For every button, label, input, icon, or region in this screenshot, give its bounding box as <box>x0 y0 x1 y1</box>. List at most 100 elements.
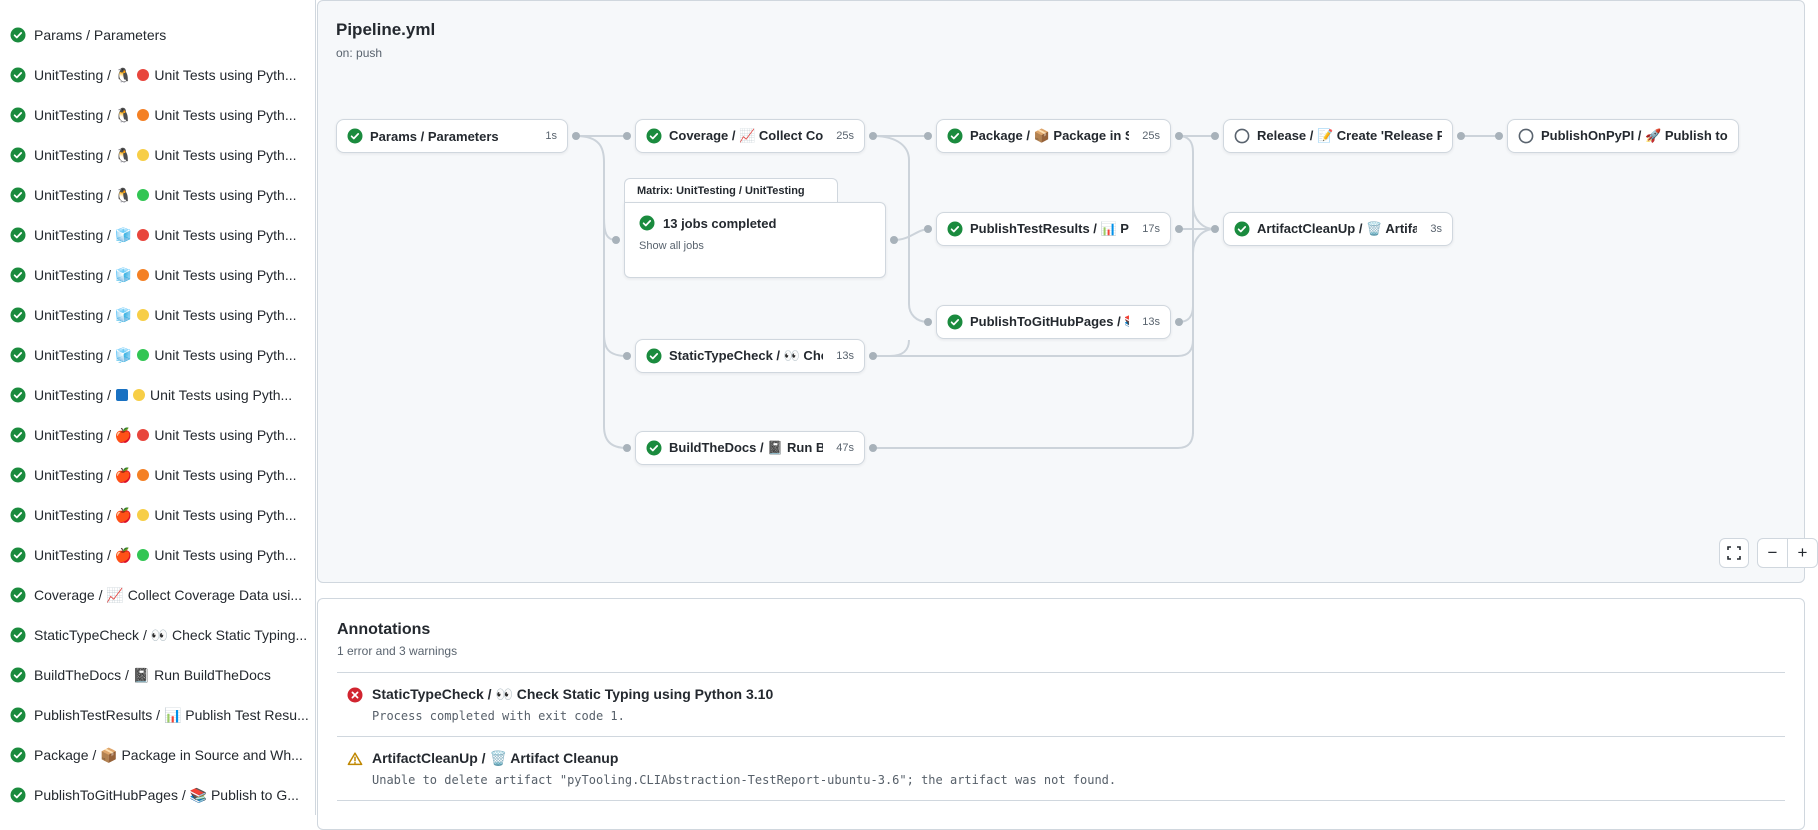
sidebar-job-item[interactable]: UnitTesting / 🧊Unit Tests using Pyth... <box>0 255 315 295</box>
check-circle-icon <box>947 221 963 237</box>
sidebar-job-item[interactable]: UnitTesting / 🐧Unit Tests using Pyth... <box>0 95 315 135</box>
annotation-job-link[interactable]: ArtifactCleanUp / 🗑️ Artifact Cleanup <box>372 750 619 766</box>
sidebar-job-item[interactable]: UnitTesting / 🧊Unit Tests using Pyth... <box>0 335 315 375</box>
check-circle-icon <box>646 348 662 364</box>
annotations-summary: 1 error and 3 warnings <box>337 644 458 658</box>
python-version-dot-icon <box>137 349 150 361</box>
check-circle-icon <box>646 440 662 456</box>
sidebar-job-item[interactable]: UnitTesting / 🐧Unit Tests using Pyth... <box>0 175 315 215</box>
job-label: Package / 📦 Package in Source and Wh... <box>34 746 303 763</box>
job-node-label: PublishToGitHubPages / 📚 ... <box>970 314 1129 329</box>
check-circle-icon <box>10 307 26 323</box>
job-label: UnitTesting / 🐧Unit Tests using Pyth... <box>34 66 297 84</box>
job-node-label: Coverage / 📈 Collect Cove... <box>669 128 824 143</box>
fullscreen-button[interactable] <box>1719 538 1749 568</box>
check-circle-icon <box>10 627 26 643</box>
zoom-in-button[interactable]: + <box>1797 543 1808 562</box>
python-version-dot-icon <box>137 229 150 241</box>
job-node-artifactcleanup[interactable]: ArtifactCleanUp / 🗑️ Artifac...3s <box>1223 212 1453 246</box>
windows-square-icon <box>116 389 129 401</box>
check-circle-icon <box>646 128 662 144</box>
check-circle-icon <box>10 107 26 123</box>
job-label: UnitTesting / 🧊Unit Tests using Pyth... <box>34 266 297 284</box>
matrix-summary: 13 jobs completed <box>663 215 777 231</box>
check-circle-icon <box>10 547 26 563</box>
annotations-title: Annotations <box>337 621 431 638</box>
check-circle-icon <box>347 128 363 144</box>
check-circle-icon <box>10 747 26 763</box>
check-circle-icon <box>10 467 26 483</box>
sidebar-job-item[interactable]: UnitTesting / 🐧Unit Tests using Pyth... <box>0 55 315 95</box>
python-version-dot-icon <box>137 109 150 121</box>
skipped-circle-icon <box>1518 128 1534 144</box>
python-version-dot-icon <box>137 469 150 481</box>
skipped-circle-icon <box>1234 128 1250 144</box>
check-circle-icon <box>639 215 655 231</box>
sidebar-job-item[interactable]: PublishToGitHubPages / 📚 Publish to G... <box>0 775 315 815</box>
sidebar-job-item[interactable]: UnitTesting / 🐧Unit Tests using Pyth... <box>0 135 315 175</box>
sidebar-job-item[interactable]: PublishTestResults / 📊 Publish Test Resu… <box>0 695 315 735</box>
job-duration: 47s <box>836 442 854 454</box>
check-circle-icon <box>10 147 26 163</box>
job-node-publishtestresults[interactable]: PublishTestResults / 📊 Pu...17s <box>936 212 1171 246</box>
job-node-release[interactable]: Release / 📝 Create 'Release P... <box>1223 119 1453 153</box>
check-circle-icon <box>10 587 26 603</box>
job-node-label: Params / Parameters <box>370 128 499 144</box>
zoom-out-button[interactable]: − <box>1758 539 1788 567</box>
sidebar-job-item[interactable]: UnitTesting / 🍎Unit Tests using Pyth... <box>0 455 315 495</box>
job-node-statictypecheck[interactable]: StaticTypeCheck / 👀 Chec...13s <box>635 339 865 373</box>
check-circle-icon <box>10 347 26 363</box>
job-label: UnitTesting / 🧊Unit Tests using Pyth... <box>34 306 297 324</box>
workflow-graph-panel <box>317 0 1805 583</box>
check-circle-icon <box>10 27 26 43</box>
warning-triangle-icon <box>347 752 363 766</box>
job-node-publishonpypi[interactable]: PublishOnPyPI / 🚀 Publish to ... <box>1507 119 1739 153</box>
job-label: BuildTheDocs / 📓 Run BuildTheDocs <box>34 666 271 683</box>
job-duration: 13s <box>836 350 854 362</box>
sidebar-job-item[interactable]: UnitTesting / 🧊Unit Tests using Pyth... <box>0 295 315 335</box>
job-label: PublishTestResults / 📊 Publish Test Resu… <box>34 706 309 723</box>
sidebar-job-item[interactable]: UnitTesting / 🍎Unit Tests using Pyth... <box>0 495 315 535</box>
job-label: UnitTesting / 🧊Unit Tests using Pyth... <box>34 346 297 364</box>
job-label: UnitTesting / 🍎Unit Tests using Pyth... <box>34 466 297 484</box>
matrix-group-tab: Matrix: UnitTesting / UnitTesting <box>624 178 838 203</box>
python-version-dot-icon <box>133 389 146 401</box>
job-node-package[interactable]: Package / 📦 Package in So...25s <box>936 119 1171 153</box>
python-version-dot-icon <box>137 429 150 441</box>
job-duration: 25s <box>1142 130 1160 142</box>
job-node-label: BuildTheDocs / 📓 Run Buil... <box>669 440 823 455</box>
sidebar-job-item[interactable]: StaticTypeCheck / 👀 Check Static Typing.… <box>0 615 315 655</box>
sidebar-job-item[interactable]: UnitTesting / 🧊Unit Tests using Pyth... <box>0 215 315 255</box>
sidebar-job-item[interactable]: BuildTheDocs / 📓 Run BuildTheDocs <box>0 655 315 695</box>
check-circle-icon <box>10 67 26 83</box>
job-node-publishtogithubpages[interactable]: PublishToGitHubPages / 📚 ...13s <box>936 305 1171 339</box>
check-circle-icon <box>10 187 26 203</box>
job-node-buildthedocs[interactable]: BuildTheDocs / 📓 Run Buil... 47s <box>635 431 865 465</box>
sidebar-job-item[interactable]: UnitTesting /Unit Tests using Pyth... <box>0 375 315 415</box>
check-circle-icon <box>947 314 963 330</box>
job-label: UnitTesting / 🍎Unit Tests using Pyth... <box>34 506 297 524</box>
sidebar-job-item[interactable]: Package / 📦 Package in Source and Wh... <box>0 735 315 775</box>
job-label: UnitTesting / 🍎Unit Tests using Pyth... <box>34 426 297 444</box>
annotation-message: Process completed with exit code 1. <box>372 709 625 723</box>
job-node-params[interactable]: Params / Parameters 1s <box>336 119 568 153</box>
python-version-dot-icon <box>137 549 150 561</box>
job-node-coverage[interactable]: Coverage / 📈 Collect Cove...25s <box>635 119 865 153</box>
matrix-group-card[interactable]: 13 jobs completed Show all jobs <box>624 202 886 278</box>
sidebar-job-item[interactable]: Params / Parameters <box>0 15 315 55</box>
sidebar-job-item[interactable]: UnitTesting / 🍎Unit Tests using Pyth... <box>0 415 315 455</box>
job-duration: 1s <box>545 130 557 142</box>
annotation-job-link[interactable]: StaticTypeCheck / 👀 Check Static Typing … <box>372 686 774 702</box>
error-x-circle-icon <box>347 687 363 703</box>
sidebar-job-item[interactable]: UnitTesting / 🍎Unit Tests using Pyth... <box>0 535 315 575</box>
job-label: PublishToGitHubPages / 📚 Publish to G... <box>34 786 299 803</box>
sidebar-job-item[interactable]: Coverage / 📈 Collect Coverage Data usi..… <box>0 575 315 615</box>
job-label: Coverage / 📈 Collect Coverage Data usi..… <box>34 586 302 603</box>
job-label: UnitTesting / 🐧Unit Tests using Pyth... <box>34 146 297 164</box>
job-node-label: Release / 📝 Create 'Release P... <box>1257 128 1442 143</box>
check-circle-icon <box>10 787 26 803</box>
show-all-jobs-link[interactable]: Show all jobs <box>639 240 704 252</box>
check-circle-icon <box>947 128 963 144</box>
